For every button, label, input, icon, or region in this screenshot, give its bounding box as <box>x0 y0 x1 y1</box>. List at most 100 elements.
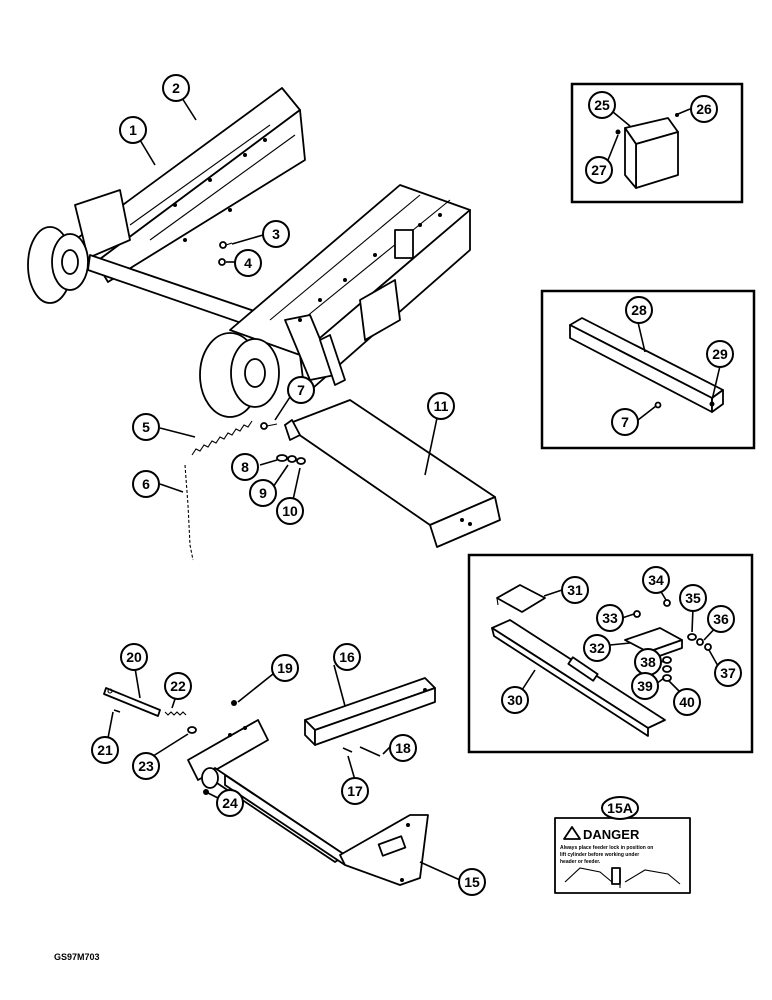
svg-text:31: 31 <box>567 582 583 598</box>
callout-2: 2 <box>162 74 190 102</box>
callout-36: 36 <box>707 605 735 633</box>
bracket-31 <box>496 584 546 613</box>
callout-26: 26 <box>690 95 718 123</box>
svg-text:29: 29 <box>712 346 728 362</box>
drawing-code: GS97M703 <box>54 952 100 962</box>
svg-text:21: 21 <box>97 742 113 758</box>
pin-21 <box>113 709 121 713</box>
feeder-housing-right <box>199 184 471 418</box>
svg-text:27: 27 <box>591 162 607 178</box>
svg-text:20: 20 <box>126 649 142 665</box>
callout-6: 6 <box>132 470 160 498</box>
svg-text:35: 35 <box>685 590 701 606</box>
danger-line-3: header or feeder. <box>560 859 601 865</box>
svg-text:10: 10 <box>282 503 298 519</box>
svg-text:7: 7 <box>297 382 305 398</box>
chain-6 <box>184 464 194 561</box>
callout-23: 23 <box>132 752 160 780</box>
callout-19: 19 <box>271 654 299 682</box>
callout-39: 39 <box>631 672 659 700</box>
callout-20: 20 <box>120 643 148 671</box>
callout-3: 3 <box>262 220 290 248</box>
svg-text:7: 7 <box>621 414 629 430</box>
hardware-33-40 <box>633 599 712 682</box>
svg-text:39: 39 <box>637 678 653 694</box>
bolt-holes <box>173 138 442 322</box>
decal-pictograph <box>564 867 681 888</box>
inset-frame-bracket <box>467 553 754 754</box>
frame-15 <box>187 719 429 886</box>
washers-8-9-10 <box>276 454 306 465</box>
svg-text:40: 40 <box>679 694 695 710</box>
danger-decal: DANGER Always place feeder lock in posit… <box>554 817 691 894</box>
callout-38: 38 <box>634 648 662 676</box>
callout-9: 9 <box>249 479 277 507</box>
svg-text:18: 18 <box>395 740 411 756</box>
svg-text:15A: 15A <box>607 800 633 816</box>
callout-8: 8 <box>231 453 259 481</box>
svg-text:4: 4 <box>244 255 252 271</box>
callout-28: 28 <box>625 296 653 324</box>
spring-22 <box>164 711 187 716</box>
svg-text:36: 36 <box>713 611 729 627</box>
callout-18: 18 <box>389 734 417 762</box>
bolt-3 <box>219 241 233 249</box>
bolt-7-main <box>260 422 278 430</box>
svg-text:1: 1 <box>129 122 137 138</box>
bolt-4 <box>218 258 226 266</box>
callout-32: 32 <box>583 634 611 662</box>
svg-text:34: 34 <box>648 572 664 588</box>
svg-text:11: 11 <box>434 398 449 414</box>
svg-text:24: 24 <box>222 795 238 811</box>
tube-28 <box>569 317 724 413</box>
inset-frame-tube <box>540 289 756 450</box>
svg-text:26: 26 <box>696 101 712 117</box>
svg-text:22: 22 <box>170 678 186 694</box>
svg-text:25: 25 <box>594 97 610 113</box>
callout-15: 15 <box>458 868 486 896</box>
leader-lines <box>107 97 721 881</box>
spring-5 <box>191 420 253 456</box>
plate-11 <box>284 399 501 548</box>
callout-11: 11 <box>427 392 455 420</box>
callout-25: 25 <box>588 91 616 119</box>
svg-text:15: 15 <box>464 874 480 890</box>
callout-31: 31 <box>561 576 589 604</box>
svg-text:32: 32 <box>589 640 605 656</box>
callout-7-inset: 7 <box>611 408 639 436</box>
callout-40: 40 <box>673 688 701 716</box>
svg-text:2: 2 <box>172 80 180 96</box>
callout-16: 16 <box>333 643 361 671</box>
svg-text:9: 9 <box>259 485 267 501</box>
callout-34: 34 <box>642 566 670 594</box>
svg-text:6: 6 <box>142 476 150 492</box>
callout-5: 5 <box>132 413 160 441</box>
danger-title: DANGER <box>583 827 640 842</box>
svg-text:8: 8 <box>241 459 249 475</box>
svg-text:28: 28 <box>631 302 647 318</box>
svg-text:17: 17 <box>347 783 363 799</box>
pins-17-18 <box>342 746 381 757</box>
callout-7-main: 7 <box>287 376 315 404</box>
inset-frame-box <box>570 82 744 204</box>
svg-text:38: 38 <box>640 654 656 670</box>
box-25 <box>615 113 679 189</box>
callout-1: 1 <box>119 116 147 144</box>
callout-21: 21 <box>91 736 119 764</box>
callout-4: 4 <box>234 249 262 277</box>
svg-text:3: 3 <box>272 226 280 242</box>
svg-text:5: 5 <box>142 419 150 435</box>
callout-29: 29 <box>706 340 734 368</box>
callout-30: 30 <box>501 686 529 714</box>
callout-22: 22 <box>164 672 192 700</box>
svg-text:23: 23 <box>138 758 154 774</box>
callout-17: 17 <box>341 777 369 805</box>
callout-24: 24 <box>216 789 244 817</box>
rod-20 <box>103 687 161 717</box>
callout-33: 33 <box>596 604 624 632</box>
callout-37: 37 <box>714 659 742 687</box>
svg-text:33: 33 <box>602 610 618 626</box>
washer-23 <box>187 726 197 734</box>
svg-text:16: 16 <box>339 649 355 665</box>
